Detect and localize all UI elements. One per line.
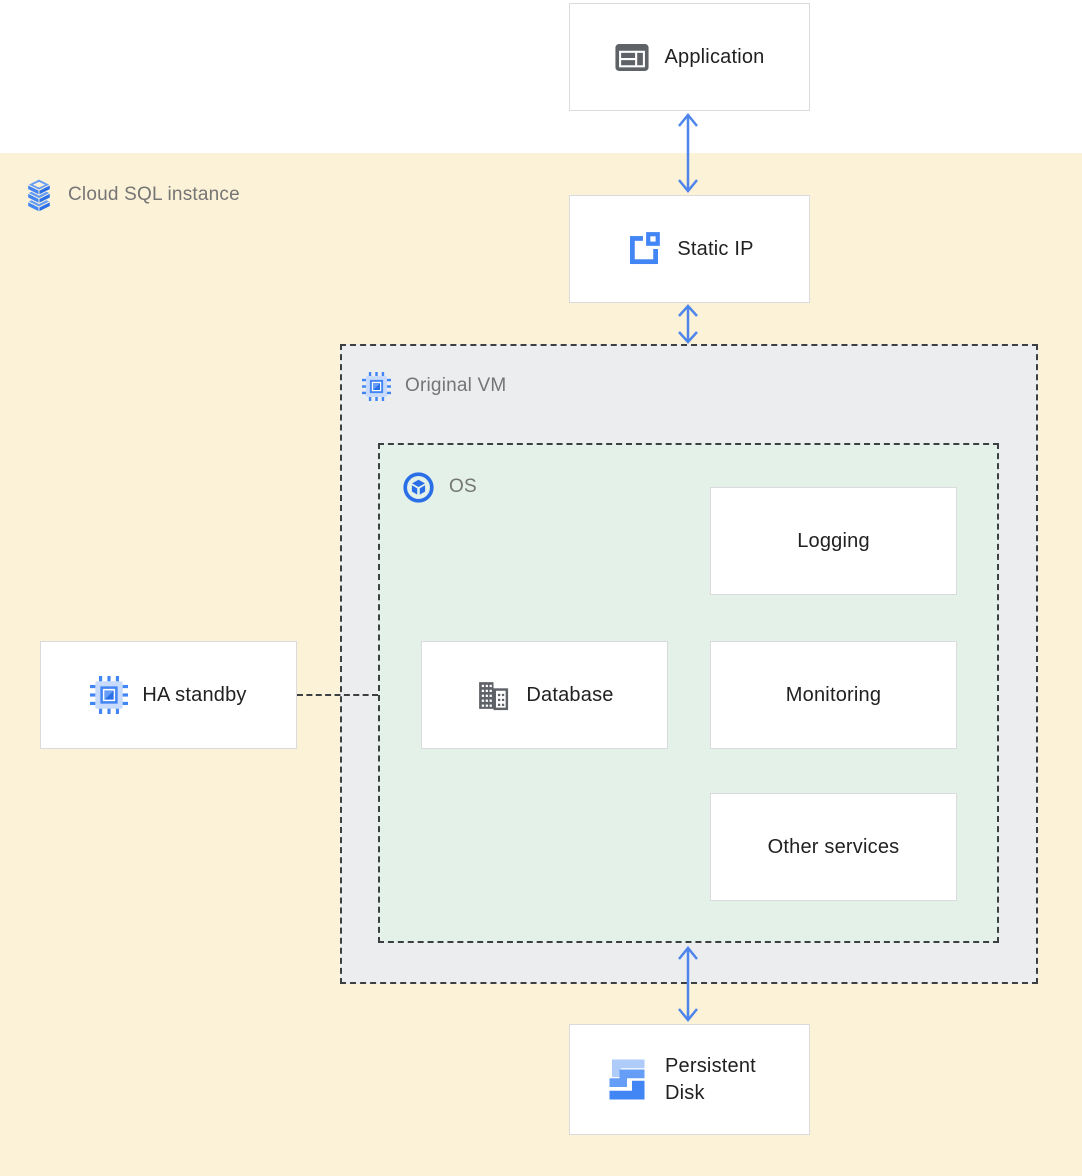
cloud-sql-icon bbox=[26, 178, 52, 213]
persistent-disk-label: Persistent Disk bbox=[665, 1054, 756, 1104]
persistent-disk-node: Persistent Disk bbox=[569, 1024, 810, 1135]
cloud-sql-zone-label: Cloud SQL instance bbox=[24, 176, 240, 214]
cloud-sql-zone-text: Cloud SQL instance bbox=[68, 184, 240, 205]
monitoring-node: Monitoring bbox=[710, 641, 957, 749]
other-services-label: Other services bbox=[767, 835, 900, 858]
static-ip-node: Static IP bbox=[569, 195, 810, 303]
arrow-application-staticip bbox=[668, 112, 708, 194]
application-label: Application bbox=[664, 45, 765, 68]
arrow-staticip-vm bbox=[668, 303, 708, 345]
original-vm-zone-label: Original VM bbox=[362, 369, 506, 403]
os-zone-label: OS bbox=[402, 470, 477, 504]
static-ip-label: Static IP bbox=[677, 237, 754, 260]
os-icon bbox=[403, 471, 434, 503]
application-node: Application bbox=[569, 3, 810, 111]
database-icon bbox=[479, 681, 509, 710]
os-zone-text: OS bbox=[449, 476, 477, 497]
other-services-node: Other services bbox=[710, 793, 957, 901]
compute-engine-icon bbox=[362, 371, 391, 401]
ha-standby-node: HA standby bbox=[40, 641, 297, 749]
app-window-icon bbox=[615, 43, 650, 71]
logging-node: Logging bbox=[710, 487, 957, 595]
database-label: Database bbox=[526, 683, 614, 706]
database-node: Database bbox=[421, 641, 668, 749]
arrow-os-disk bbox=[668, 945, 708, 1023]
external-ip-icon bbox=[630, 230, 664, 265]
original-vm-zone-text: Original VM bbox=[405, 375, 507, 396]
logging-label: Logging bbox=[797, 529, 870, 552]
connector-ha-os bbox=[297, 694, 378, 696]
persistent-disk-icon bbox=[609, 1059, 645, 1100]
compute-engine-icon bbox=[90, 676, 129, 714]
monitoring-label: Monitoring bbox=[785, 683, 882, 706]
ha-standby-label: HA standby bbox=[142, 683, 247, 706]
